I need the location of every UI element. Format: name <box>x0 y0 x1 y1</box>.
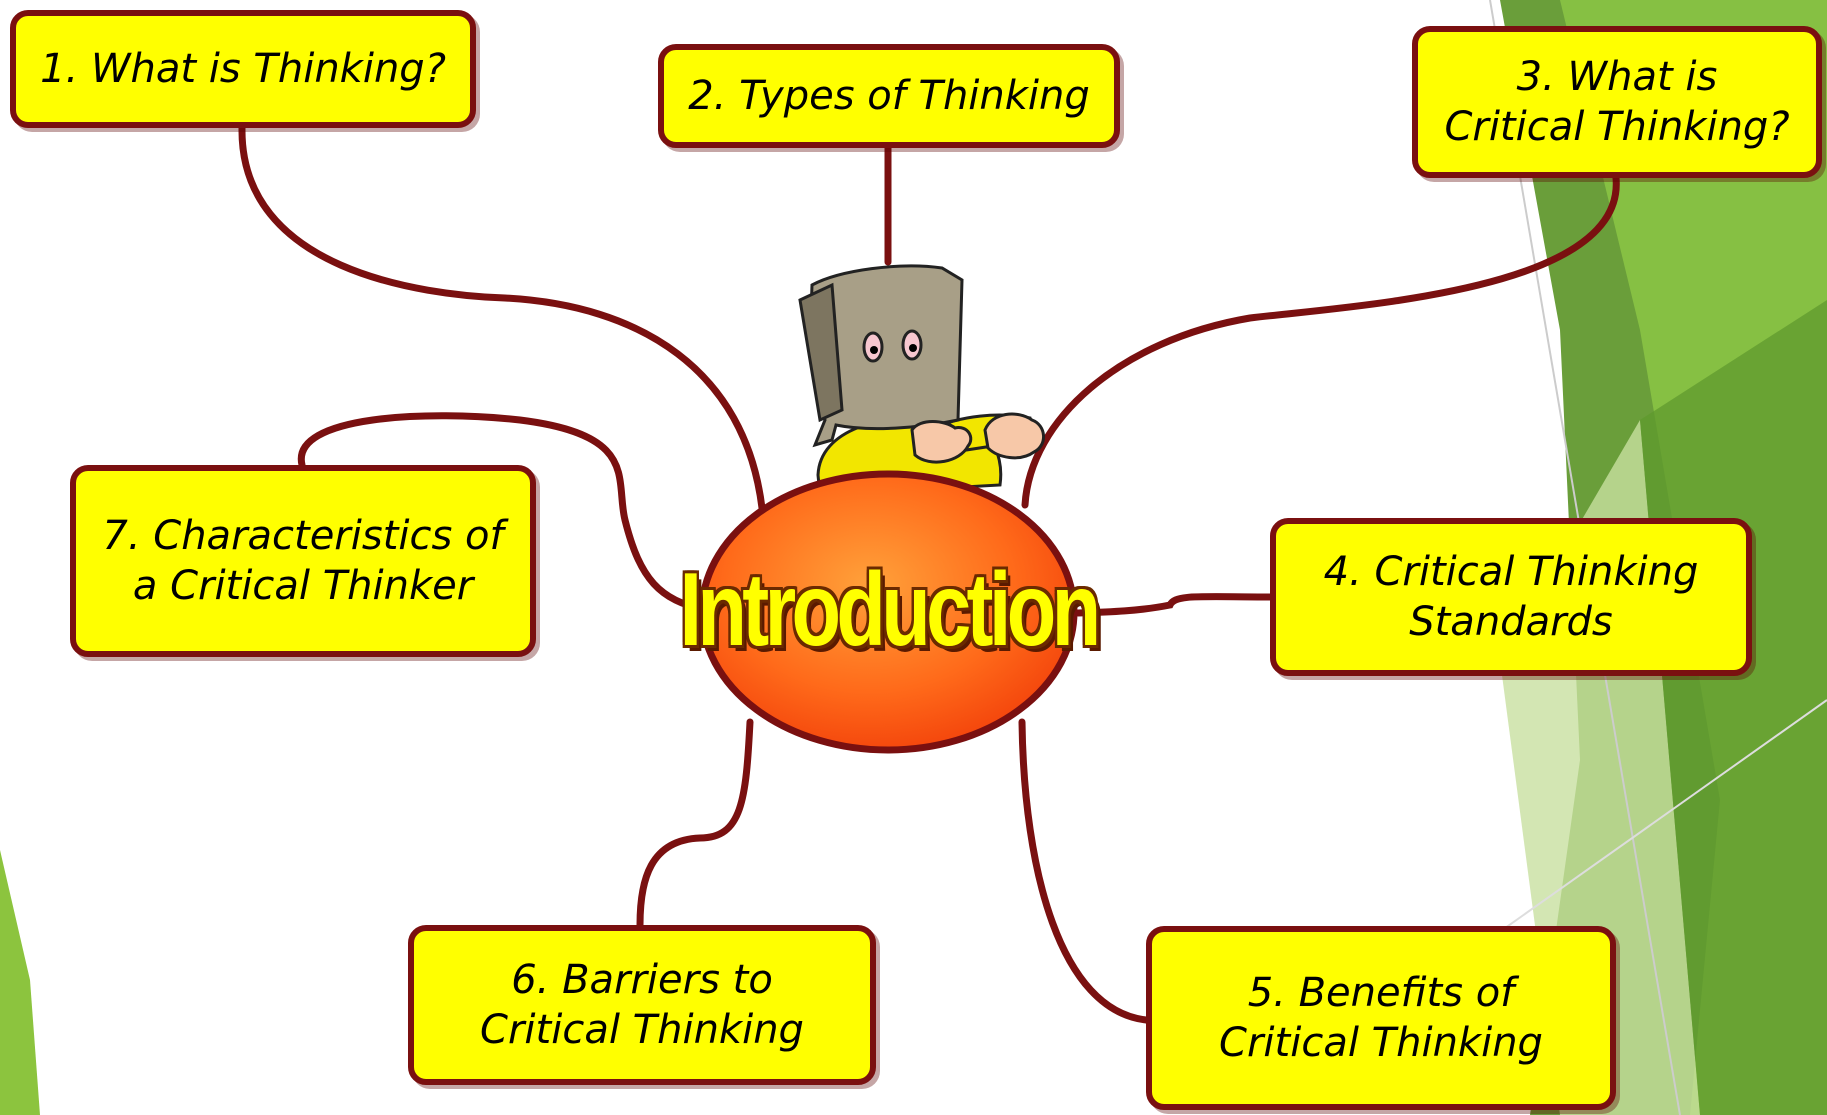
topic-label-line-1: 3. What is <box>1516 54 1718 100</box>
topic-label-line-1: 6. Barriers to <box>511 957 773 1003</box>
connector-1 <box>238 124 766 512</box>
topic-label-line-2: Standards <box>1409 599 1613 645</box>
topic-characteristics-of-critical-thinker[interactable]: 7. Characteristics of a Critical Thinker <box>70 465 536 657</box>
topic-label-line-2: Critical Thinking <box>480 1007 804 1053</box>
connector-7 <box>297 412 709 614</box>
topic-barriers-to-critical-thinking[interactable]: 6. Barriers to Critical Thinking <box>408 925 876 1085</box>
topic-what-is-critical-thinking[interactable]: 3. What is Critical Thinking? <box>1412 26 1822 178</box>
connector-5 <box>1018 718 1150 1024</box>
topic-label-line-1: 4. Critical Thinking <box>1323 549 1699 595</box>
green-accent-left <box>0 850 40 1115</box>
center-ellipse <box>698 470 1078 754</box>
connector-4 <box>1074 593 1274 617</box>
green-accent-right-mid <box>1640 300 1827 1115</box>
paper-bag-icon <box>798 264 964 448</box>
topic-what-is-thinking[interactable]: 1. What is Thinking? <box>10 10 476 128</box>
topic-label: 1. What is Thinking? <box>40 46 446 92</box>
topic-label-line-2: a Critical Thinker <box>132 563 474 609</box>
topic-label-line-1: 7. Characteristics of <box>102 513 504 559</box>
topic-label-line-2: Critical Thinking <box>1219 1020 1543 1066</box>
center-title: Introduction <box>679 551 1102 668</box>
hand-icon <box>910 412 1045 464</box>
topic-critical-thinking-standards[interactable]: 4. Critical Thinking Standards <box>1270 518 1752 676</box>
topic-types-of-thinking[interactable]: 2. Types of Thinking <box>658 44 1120 148</box>
topic-label-line-2: Critical Thinking? <box>1444 104 1790 150</box>
connector-3 <box>1021 174 1620 509</box>
topic-label-line-1: 5. Benefits of <box>1247 970 1515 1016</box>
topic-benefits-of-critical-thinking[interactable]: 5. Benefits of Critical Thinking <box>1146 926 1616 1110</box>
topic-label: 2. Types of Thinking <box>688 73 1090 119</box>
connector-6 <box>636 718 754 929</box>
thin-line <box>1459 699 1827 961</box>
